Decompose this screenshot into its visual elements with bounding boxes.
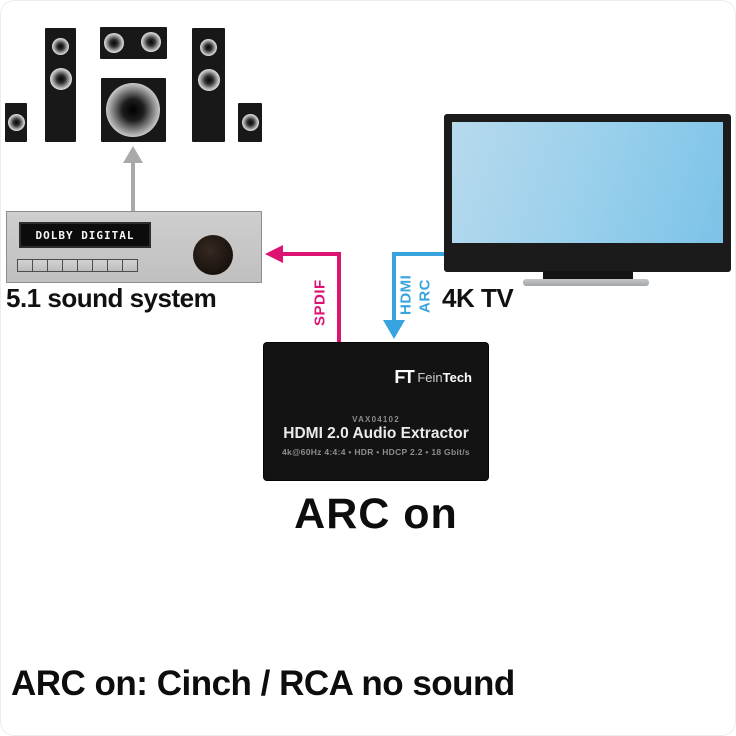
- hdmi-label: HDMI: [397, 274, 415, 316]
- speaker-driver: [52, 38, 69, 55]
- speaker-driver: [197, 69, 220, 91]
- av-receiver: DOLBY DIGITAL: [6, 211, 262, 283]
- speaker-driver: [241, 114, 259, 131]
- tv-label: 4K TV: [442, 283, 514, 313]
- hdmi-cable: [392, 252, 396, 322]
- receiver-button: [47, 259, 63, 272]
- tv-screen: [452, 122, 723, 243]
- receiver-button: [77, 259, 93, 272]
- sound-system-label: 5.1 sound system: [6, 283, 217, 313]
- receiver-button: [107, 259, 123, 272]
- receiver-button: [62, 259, 78, 272]
- surround-speaker-left: [5, 103, 27, 142]
- speaker-driver: [104, 33, 124, 53]
- tower-speaker-right: [192, 28, 225, 142]
- extractor-product-title: HDMI 2.0 Audio Extractor: [283, 425, 469, 442]
- center-speaker: [100, 27, 167, 59]
- caption: ARC on: Cinch / RCA no sound: [11, 664, 515, 703]
- receiver-button: [122, 259, 138, 272]
- tv-stand-base: [523, 279, 649, 286]
- speaker-driver: [141, 32, 161, 52]
- speaker-driver: [7, 114, 25, 131]
- receiver-button: [32, 259, 48, 272]
- volume-knob: [193, 235, 233, 275]
- spdif-cable: [337, 252, 341, 344]
- arc-label: ARC: [416, 279, 434, 313]
- feintech-wordmark: Fein: [417, 370, 443, 385]
- hdmi-arrow-icon: [383, 320, 405, 339]
- speaker-driver: [200, 39, 217, 56]
- spdif-arrow-icon: [265, 245, 283, 263]
- extractor-model-number: VAX04102: [352, 415, 400, 424]
- feintech-monogram-icon: FT: [394, 367, 415, 387]
- feintech-wordmark-bold: Tech: [442, 370, 472, 385]
- audio-out-arrow-icon: [123, 146, 143, 163]
- tv: [444, 114, 731, 272]
- surround-speaker-right: [238, 103, 262, 142]
- speaker-driver: [49, 68, 72, 90]
- spdif-cable: [282, 252, 340, 256]
- receiver-button: [17, 259, 33, 272]
- subwoofer-driver: [106, 83, 160, 137]
- receiver-button: [92, 259, 108, 272]
- subwoofer: [101, 78, 166, 142]
- spdif-label: SPDIF: [311, 279, 329, 327]
- receiver-display: DOLBY DIGITAL: [19, 222, 151, 248]
- receiver-buttons: [17, 259, 138, 272]
- mode-title: ARC on: [294, 490, 458, 538]
- hdmi-cable: [392, 252, 444, 256]
- tv-stand-neck: [543, 271, 633, 281]
- tower-speaker-left: [45, 28, 76, 142]
- audio-out-arrow-shaft: [131, 163, 135, 211]
- extractor-specs: 4k@60Hz 4:4:4 • HDR • HDCP 2.2 • 18 Gbit…: [282, 447, 470, 457]
